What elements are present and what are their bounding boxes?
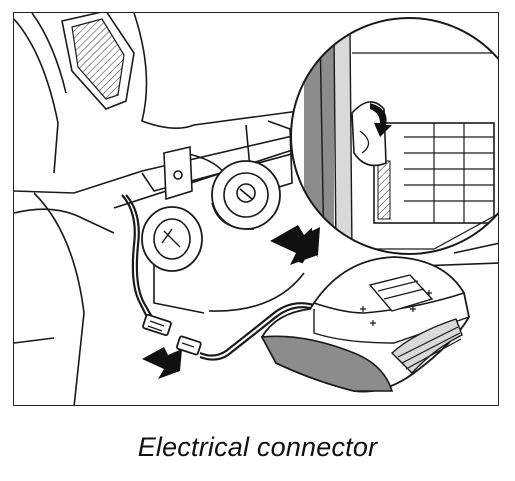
connector-plug-female	[142, 313, 172, 337]
socket-lighter	[211, 160, 281, 230]
socket-left	[141, 206, 203, 272]
wire-harness-dashboard	[121, 194, 153, 320]
figure-caption: Electrical connector	[137, 432, 378, 462]
curved-arrow-icon	[370, 103, 392, 137]
vent-module-unit	[260, 256, 470, 393]
arrow-icon	[270, 225, 320, 265]
wire-harness-module	[199, 302, 315, 361]
connector-diagram	[14, 13, 498, 405]
dashboard-vent	[61, 13, 135, 110]
mounting-bracket	[163, 146, 193, 201]
arrow-icon	[142, 347, 182, 379]
connector-plug-male	[175, 335, 202, 356]
illustration-frame	[13, 12, 499, 406]
